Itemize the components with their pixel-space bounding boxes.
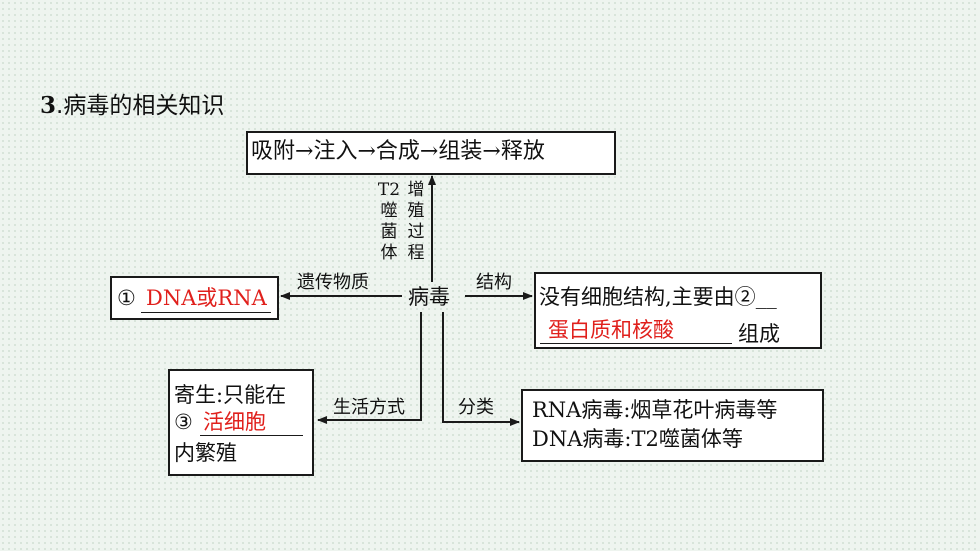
process-step-inject: 注入 — [313, 139, 358, 164]
link-label-lifestyle: 生活方式 — [333, 397, 405, 418]
lifestyle-line3: 内繁殖 — [174, 441, 237, 465]
process-step-adsorb: 吸附 — [251, 139, 296, 164]
arrow-to-classification — [442, 312, 520, 426]
process-box — [246, 131, 616, 175]
link-label-genetic-material: 遗传物质 — [297, 272, 369, 293]
marker-3: ③ — [174, 410, 193, 434]
answer-structure: 蛋白质和核酸 — [548, 318, 674, 342]
answer-genetic-material: DNA或RNA — [146, 286, 267, 310]
section-number: 3 — [40, 92, 57, 119]
arrow-glyph: → — [419, 139, 439, 164]
marker-1: ① — [117, 286, 136, 310]
section-heading: 3.病毒的相关知识 — [40, 92, 225, 119]
process-step-synthesize: 合成 — [375, 139, 420, 164]
process-step-release: 释放 — [500, 139, 545, 164]
process-flow: 吸附→注入→合成→组装→释放 — [251, 140, 545, 164]
lifestyle-box — [168, 369, 314, 476]
link-label-classification: 分类 — [458, 397, 494, 418]
section-title: .病毒的相关知识 — [56, 93, 225, 119]
link-label-structure: 结构 — [476, 272, 512, 293]
lifestyle-line1: 寄生:只能在 — [174, 383, 287, 407]
arrow-glyph: → — [295, 139, 314, 164]
process-step-assemble: 组装 — [438, 139, 483, 164]
center-node-virus: 病毒 — [408, 285, 450, 309]
structure-line1: 没有细胞结构,主要由②__ — [539, 285, 777, 309]
classification-rna: RNA病毒:烟草花叶病毒等 — [532, 398, 778, 422]
answer-blank-line — [141, 312, 271, 313]
structure-text: 没有细胞结构,主要由② — [539, 285, 756, 309]
structure-suffix: 组成 — [738, 322, 780, 346]
classification-box — [521, 389, 824, 462]
answer-host: 活细胞 — [203, 410, 266, 434]
label-t2-phage: T2噬菌体 — [377, 180, 401, 263]
arrow-to-lifestyle — [317, 312, 422, 424]
answer-blank-line — [200, 435, 303, 436]
label-replication-process: 增殖过程 — [407, 180, 425, 263]
classification-dna: DNA病毒:T2噬菌体等 — [532, 427, 743, 451]
structure-blank: __ — [755, 285, 777, 309]
arrow-glyph: → — [482, 139, 501, 164]
structure-box — [534, 272, 822, 349]
answer-blank-line — [540, 343, 732, 344]
arrow-glyph: → — [357, 139, 376, 164]
